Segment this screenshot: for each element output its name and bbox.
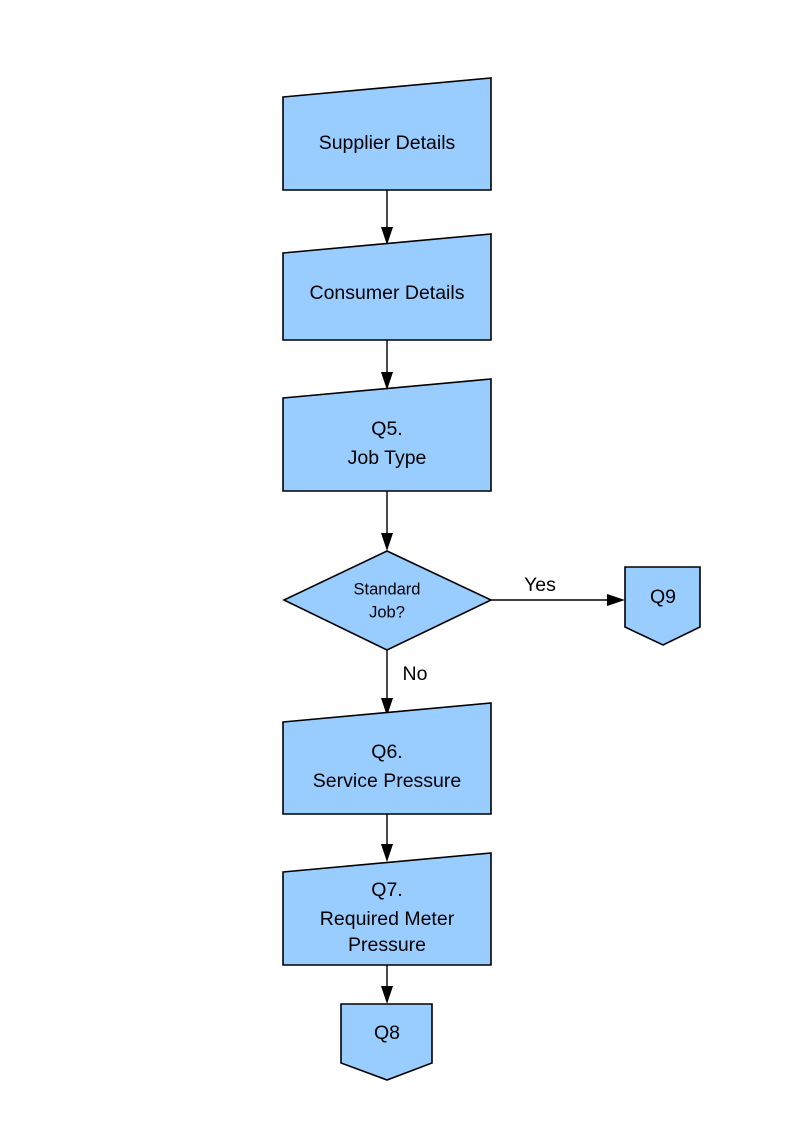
edge-label-no: No [403, 663, 428, 685]
node-supplier-details[interactable]: Supplier Details [282, 77, 492, 191]
node-supplier-details-label: Supplier Details [319, 132, 456, 154]
edge-label-yes: Yes [524, 574, 556, 596]
node-q9-label: Q9 [650, 586, 676, 608]
node-q5-job-type-label-line2: Job Type [348, 447, 427, 469]
connector-q7-to-q8 [381, 965, 393, 1004]
node-q9-shape [624, 566, 701, 646]
node-standard-job-decision-label-line1: Standard [354, 580, 421, 598]
node-q6-service-pressure-label-line2: Service Pressure [313, 770, 461, 792]
connector-q5-to-decision [381, 491, 393, 551]
node-consumer-details-shape [282, 233, 492, 341]
node-standard-job-decision[interactable]: Standard Job? [282, 550, 493, 651]
node-q7-required-meter-pressure-label-line1: Q7. [371, 879, 402, 901]
node-q5-job-type-shape [282, 378, 492, 492]
node-q6-service-pressure[interactable]: Q6. Service Pressure [282, 702, 492, 815]
node-q7-required-meter-pressure-shape [282, 852, 492, 966]
node-q6-service-pressure-label-line1: Q6. [371, 741, 402, 763]
node-q8-shape [340, 1003, 433, 1081]
node-q7-required-meter-pressure[interactable]: Q7. Required Meter Pressure [282, 852, 492, 966]
connector-q6-to-q7 [381, 814, 393, 862]
node-supplier-details-shape [282, 77, 492, 191]
node-q7-required-meter-pressure-label-line3: Pressure [348, 934, 426, 956]
node-standard-job-decision-label-line2: Job? [369, 603, 405, 621]
node-q5-job-type-label-line1: Q5. [371, 418, 402, 440]
node-q8[interactable]: Q8 [340, 1003, 433, 1081]
connector-decision-to-q6 [381, 650, 393, 716]
node-consumer-details[interactable]: Consumer Details [282, 233, 492, 341]
node-q8-label: Q8 [374, 1022, 400, 1044]
node-q9[interactable]: Q9 [624, 566, 701, 646]
node-standard-job-decision-shape [282, 550, 493, 651]
node-consumer-details-label: Consumer Details [310, 282, 465, 304]
connector-decision-to-q9 [491, 594, 625, 606]
node-q6-service-pressure-shape [282, 702, 492, 815]
node-q5-job-type[interactable]: Q5. Job Type [282, 378, 492, 492]
node-q7-required-meter-pressure-label-line2: Required Meter [320, 908, 455, 930]
connector-supplier-to-consumer [381, 190, 393, 245]
connector-consumer-to-q5 [381, 340, 393, 390]
